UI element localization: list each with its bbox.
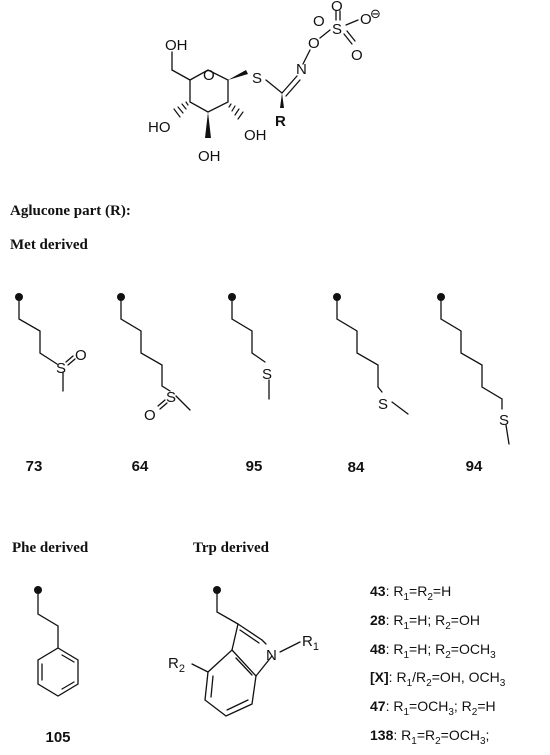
structure-73: S O: [15, 293, 87, 392]
atom-s: S: [166, 389, 176, 406]
structure-84: S: [333, 293, 409, 415]
atom-o-lower: O: [351, 47, 363, 64]
compound-label-64: 64: [131, 458, 149, 475]
trp-variant-id: 138: [370, 726, 394, 743]
negative-charge: ⊖: [370, 6, 381, 21]
subscript: 2: [427, 591, 433, 603]
trp-variant-5: 138: R1=R2=OCH3;: [370, 724, 505, 753]
compound-label-105: 105: [45, 729, 71, 746]
atom-s: S: [378, 396, 388, 413]
formula-text: ; R: [453, 698, 472, 715]
atom-s: S: [56, 360, 66, 377]
subscript: 2: [445, 649, 451, 661]
trp-variant-3: [X]: R1/R2=OH, OCH3: [370, 666, 505, 695]
atom-oh-bottom: OH: [198, 148, 221, 165]
subscript: 2: [471, 706, 478, 718]
atom-s: S: [252, 70, 262, 87]
subscript: 3: [499, 678, 506, 690]
atom-o-left: O: [313, 13, 325, 30]
heading-phe-derived: Phe derived: [12, 540, 89, 556]
subscript: 1: [403, 706, 410, 718]
atom-o: O: [75, 347, 87, 364]
formula-text: /R: [412, 669, 427, 686]
subscript: 3: [479, 735, 486, 747]
formula-text: =H: [477, 698, 496, 715]
atom-s: S: [499, 412, 509, 429]
formula-text: : R: [385, 611, 404, 628]
subscript: 2: [435, 735, 441, 747]
atom-r2: R2: [168, 655, 185, 675]
trp-variant-0: 43: R1=R2=H: [370, 580, 505, 609]
formula-text: : R: [388, 669, 407, 686]
atom-o: O: [144, 407, 156, 424]
formula-text: : R: [385, 698, 404, 715]
atom-oh-top: OH: [165, 37, 188, 54]
atom-r1: R1: [302, 633, 319, 653]
trp-variant-id: 28: [370, 611, 386, 628]
formula-text: ;: [485, 726, 490, 743]
formula-text: =OCH: [440, 726, 480, 743]
structure-64: S O: [117, 293, 191, 424]
formula-text: : R: [393, 726, 412, 743]
structure-95: S: [228, 293, 272, 400]
atom-ring-o: O: [203, 67, 215, 84]
atom-o-link: O: [308, 35, 320, 52]
atom-n: N: [296, 61, 307, 78]
formula-text: =R: [416, 726, 436, 743]
formula-text: =H: [432, 583, 452, 599]
compound-label-94: 94: [465, 458, 483, 475]
subscript: 3: [448, 706, 454, 718]
atom-o-right: O: [360, 11, 372, 28]
structure-94: S: [437, 293, 510, 445]
atom-s: S: [262, 366, 272, 383]
formula-text: =H; R: [409, 640, 446, 657]
subscript: 1: [406, 678, 413, 690]
atom-s-sulfate: S: [332, 21, 342, 38]
subscript: 1: [403, 649, 410, 661]
trp-variant-id: [X]: [370, 669, 389, 686]
anomeric-wedge: [228, 70, 248, 80]
subscript: 1: [403, 620, 410, 632]
atom-oh-right: OH: [244, 127, 267, 144]
trp-variant-2: 48: R1=H; R2=OCH3: [370, 638, 505, 667]
glucosinolate-core: OH O S N O S O O O O ⊖ R HO OH OH: [148, 0, 381, 165]
atom-o-top: O: [331, 0, 343, 15]
subscript: 3: [490, 649, 496, 661]
heading-trp-derived: Trp derived: [193, 540, 269, 556]
formula-text: : R: [385, 640, 404, 657]
trp-variant-4: 47: R1=OCH3; R2=H: [370, 695, 505, 724]
formula-text: =H; R: [409, 611, 446, 628]
formula-text: =R: [409, 583, 428, 599]
heading-met-derived: Met derived: [10, 237, 88, 253]
pyranose-ring: [189, 69, 229, 113]
formula-text: =OH: [450, 611, 480, 628]
subscript: 2: [445, 620, 451, 632]
subscript: 2: [426, 678, 432, 690]
structure-trp-indole: N R1 R2: [168, 586, 319, 717]
atom-r: R: [275, 113, 286, 130]
subscript: 1: [403, 591, 410, 603]
trp-variant-id: 43: [370, 583, 386, 599]
compound-label-95: 95: [245, 458, 263, 475]
formula-text: =OH, OCH: [431, 669, 500, 686]
formula-text: : R: [385, 583, 404, 599]
structure-105: [34, 586, 79, 697]
trp-variant-id: 48: [370, 640, 386, 657]
atom-n: N: [266, 647, 277, 664]
formula-text: =OCH: [450, 640, 491, 657]
trp-variant-1: 28: R1=H; R2=OH: [370, 609, 505, 638]
compound-label-73: 73: [25, 458, 43, 475]
formula-text: =OCH: [409, 698, 449, 715]
compound-label-84: 84: [347, 459, 365, 476]
trp-variant-id: 47: [370, 698, 386, 715]
atom-ho-left: HO: [148, 119, 171, 136]
heading-aglucone: Aglucone part (R):: [10, 203, 131, 219]
subscript: 1: [411, 735, 417, 747]
